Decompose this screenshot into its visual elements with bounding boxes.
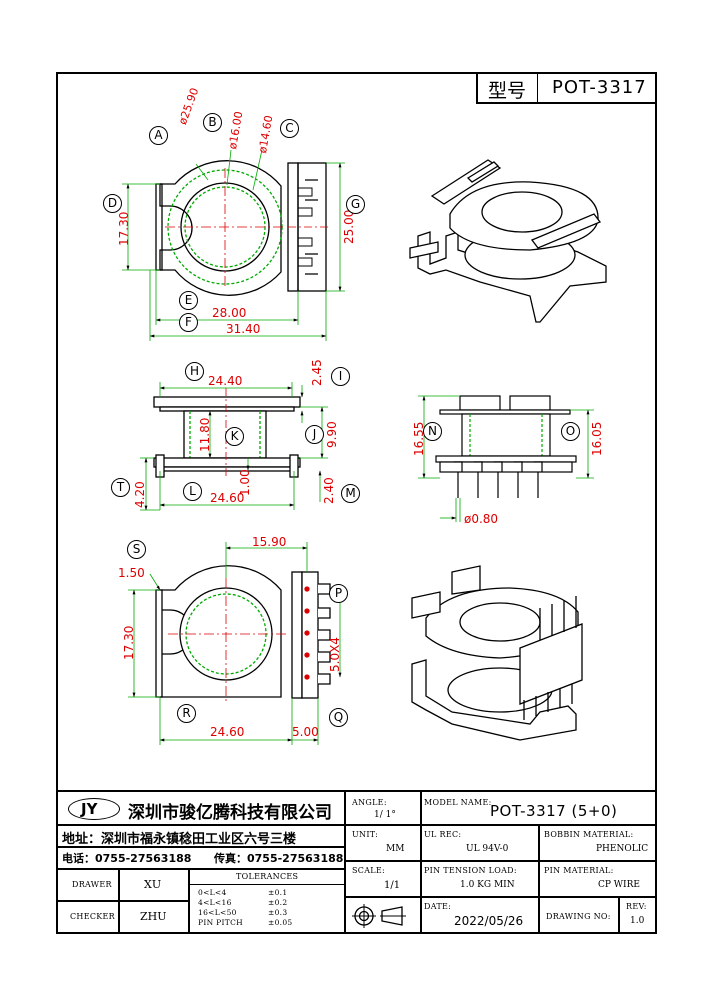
dim-text: 5.0X4 bbox=[328, 637, 342, 672]
bobbin-value: PHENOLIC bbox=[596, 844, 649, 854]
isometric-view-bottom bbox=[411, 565, 583, 741]
callout-j: J bbox=[305, 425, 324, 444]
callout-a: A bbox=[149, 126, 168, 145]
callout-h: H bbox=[185, 362, 204, 381]
callout-e: E bbox=[179, 291, 198, 310]
company-address: 地址：深圳市福永镇稔田工业区六号三楼 bbox=[62, 832, 297, 847]
tolerance-range: 0<L<4 bbox=[198, 888, 227, 897]
dim-text: 31.40 bbox=[226, 322, 261, 336]
dim-text: 15.90 bbox=[252, 535, 287, 549]
bottom-view-dims bbox=[128, 542, 342, 745]
checker-label: CHECKER bbox=[70, 912, 115, 921]
date-value: 2022/05/26 bbox=[454, 914, 524, 928]
company-fax: 传真：0755-27563188 bbox=[214, 852, 344, 865]
tolerances-label: TOLERANCES bbox=[236, 872, 299, 881]
dim-text: 17.30 bbox=[117, 211, 131, 246]
dim-text: 24.40 bbox=[208, 374, 243, 388]
callout-l: L bbox=[183, 482, 202, 501]
bottom-view bbox=[155, 565, 331, 704]
callout-g: G bbox=[346, 195, 365, 214]
model-name-value: POT-3317 (5+0) bbox=[490, 802, 618, 820]
technical-drawing bbox=[122, 149, 607, 745]
callout-m: M bbox=[341, 484, 360, 503]
unit-value: MM bbox=[386, 844, 405, 854]
pin-load-value: 1.0 KG MIN bbox=[460, 880, 515, 890]
tolerance-range: 4<L<16 bbox=[198, 898, 232, 907]
dim-text: 2.45 bbox=[310, 359, 324, 386]
tolerance-range: 16<L<50 bbox=[198, 908, 237, 917]
model-value: POT-3317 bbox=[552, 77, 647, 98]
tolerance-value: ±0.05 bbox=[268, 918, 293, 927]
callout-n: N bbox=[423, 422, 442, 441]
ul-value: UL 94V-0 bbox=[466, 844, 509, 854]
callout-b: B bbox=[203, 113, 222, 132]
dim-text: 28.00 bbox=[212, 306, 247, 320]
pin-material-label: PIN MATERIAL: bbox=[544, 866, 614, 875]
callout-q: Q bbox=[329, 708, 348, 727]
company-phone: 电话：0755-27563188 bbox=[62, 852, 192, 865]
dim-text: 4.20 bbox=[133, 481, 147, 508]
callout-p: P bbox=[329, 584, 348, 603]
callout-s: S bbox=[127, 540, 146, 559]
dim-text: 24.60 bbox=[210, 491, 245, 505]
title-block: JY 深圳市骏亿腾科技有限公司 地址：深圳市福永镇稔田工业区六号三楼 电话：07… bbox=[56, 790, 657, 934]
tolerance-value: ±0.1 bbox=[268, 888, 288, 897]
tolerance-range: PIN PITCH bbox=[198, 918, 243, 927]
model-label: 型号 bbox=[488, 80, 527, 102]
drawer-label: DRAWER bbox=[72, 880, 112, 889]
angle-label: ANGLE: bbox=[352, 798, 387, 807]
dim-text: ø0.80 bbox=[464, 512, 499, 526]
company-name: 深圳市骏亿腾科技有限公司 bbox=[128, 803, 332, 823]
rev-label: REV: bbox=[626, 902, 647, 911]
tolerance-value: ±0.2 bbox=[268, 898, 288, 907]
checker-value: ZHU bbox=[140, 910, 167, 923]
angle-value: 1/ 1° bbox=[374, 810, 396, 820]
callout-t: T bbox=[111, 478, 130, 497]
drawing-no-label: DRAWING NO: bbox=[546, 912, 611, 921]
bobbin-label: BOBBIN MATERIAL: bbox=[544, 830, 634, 839]
callout-k: K bbox=[225, 427, 244, 446]
rev-value: 1.0 bbox=[630, 916, 645, 926]
side-view-dims bbox=[140, 382, 328, 511]
top-view bbox=[155, 160, 330, 296]
dim-text: 24.60 bbox=[210, 725, 245, 739]
model-name-label: MODEL NAME: bbox=[424, 798, 492, 807]
callout-i: I bbox=[331, 367, 350, 386]
pin-view bbox=[435, 395, 577, 498]
callout-o: O bbox=[561, 422, 580, 441]
model-header-box: 型号 POT-3317 bbox=[476, 72, 657, 104]
dim-text: 11.80 bbox=[198, 417, 212, 452]
tolerance-value: ±0.3 bbox=[268, 908, 288, 917]
isometric-view-top bbox=[409, 159, 607, 323]
dim-text: 9.90 bbox=[325, 421, 339, 448]
dim-text: 17.30 bbox=[122, 625, 136, 660]
dim-text: 25.00 bbox=[342, 209, 356, 244]
scale-label: SCALE: bbox=[352, 866, 386, 875]
drawer-value: XU bbox=[144, 878, 162, 891]
side-view bbox=[153, 388, 301, 478]
logo-text: JY bbox=[81, 800, 98, 818]
pin-load-label: PIN TENSION LOAD: bbox=[424, 866, 517, 875]
projection-symbol bbox=[352, 904, 406, 928]
callout-c: C bbox=[280, 119, 299, 138]
date-label: DATE: bbox=[424, 902, 452, 911]
scale-value: 1/1 bbox=[384, 880, 401, 891]
ul-label: UL REC: bbox=[424, 830, 462, 839]
dim-text: 2.40 bbox=[322, 477, 336, 504]
dim-text: 16.05 bbox=[590, 421, 604, 456]
pin-material-value: CP WIRE bbox=[598, 880, 640, 890]
unit-label: UNIT: bbox=[352, 830, 379, 839]
callout-f: F bbox=[179, 313, 198, 332]
callout-r: R bbox=[177, 704, 196, 723]
callout-d: D bbox=[103, 194, 122, 213]
company-logo: JY bbox=[68, 798, 120, 820]
dim-text: 5.00 bbox=[292, 725, 319, 739]
dim-text: 1.50 bbox=[118, 566, 145, 580]
